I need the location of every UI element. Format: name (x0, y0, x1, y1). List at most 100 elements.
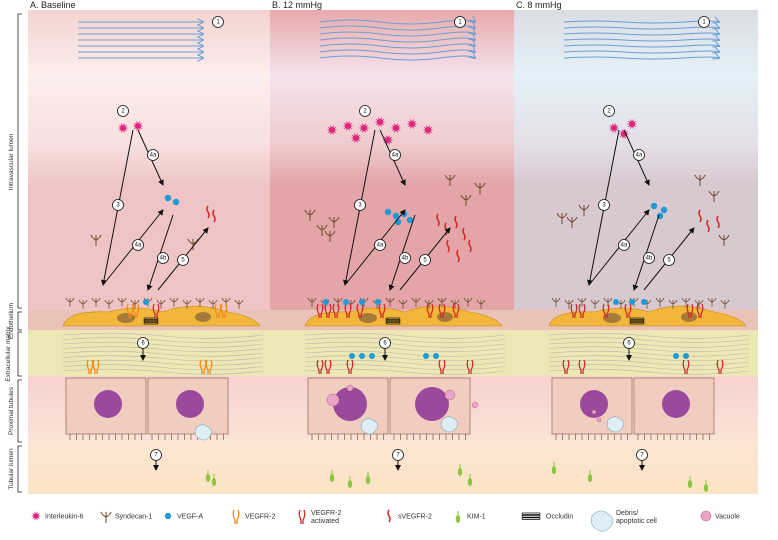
step-3-number: 3 (358, 202, 362, 208)
flow-arrow (563, 39, 719, 41)
step-4a-top-number: 4a (150, 152, 157, 158)
syndecan-strand (195, 297, 205, 307)
legend-item-vacuole: Vacuole (700, 510, 740, 522)
svegfr2-icon (706, 219, 710, 233)
vegfr2-icon (426, 303, 434, 318)
syndecan-strand (328, 216, 340, 228)
endothelium-layer (304, 297, 503, 327)
syndecan-strand (234, 299, 244, 309)
syndecan-icon (208, 299, 218, 309)
step-6-circle (623, 337, 635, 349)
occludin-strand (629, 319, 645, 323)
step-1-circle (454, 16, 466, 28)
step-7-circle (150, 449, 162, 461)
occludin-icon (385, 317, 401, 325)
syndecan-strand (307, 297, 317, 307)
step-3-circle (112, 199, 124, 211)
occludin-icon (143, 317, 159, 325)
legend-label-line: VEGFR-2 (311, 510, 341, 517)
endothelial-nucleus (117, 313, 135, 323)
syndecan-strand (372, 299, 382, 309)
vegfr2-icon (205, 359, 213, 374)
receptor-chain (232, 509, 240, 524)
ecm-fiber (304, 350, 506, 357)
vegfr2-icon (686, 303, 694, 318)
endothelial-nucleus (603, 313, 621, 323)
zone-label-endothelium: Endothelium (8, 303, 15, 339)
vegfr2-icon (438, 359, 446, 374)
vegfr2-icon (316, 303, 324, 318)
syndecan-strand (208, 299, 218, 309)
syndecan-strand (316, 224, 328, 236)
ecm-fiber (304, 364, 506, 371)
step-3-circle (354, 199, 366, 211)
syndecan-icon (694, 174, 706, 186)
syndecan-strand (324, 230, 336, 242)
syndecan-icon (90, 234, 102, 246)
step-6-number: 6 (627, 340, 631, 346)
syndecan-strand (694, 299, 704, 309)
syndecan-strand (564, 299, 574, 309)
occludin-icon (629, 317, 645, 325)
step-5-number: 5 (181, 257, 185, 263)
il6-icon (406, 118, 418, 130)
step-4a-number: 4a (621, 242, 628, 248)
vegfr2-icon (298, 509, 306, 524)
syndecan-strand (577, 297, 587, 307)
syndecan-icon (169, 297, 179, 307)
svegfr2-icon (387, 509, 391, 523)
flow-arrow (563, 45, 719, 47)
vacuole-icon (444, 389, 456, 401)
syndecan-icon (720, 299, 730, 309)
syndecan-strand (720, 299, 730, 309)
step-4a-top-circle (389, 149, 401, 161)
step-5-circle (177, 254, 189, 266)
ecm-fiber (548, 337, 750, 344)
syndecan-strand (169, 297, 179, 307)
kim1-icon (467, 478, 473, 486)
legend-item-debris: Debris/apoptotic cell (590, 510, 657, 532)
syndecan-strand (590, 299, 600, 309)
syndecan-strand (708, 190, 720, 202)
syndecan-icon (460, 194, 472, 206)
receptor-chain (578, 303, 586, 318)
il6-icon (618, 128, 630, 140)
kim1-icon (703, 484, 709, 492)
step-3-number: 3 (602, 202, 606, 208)
syndecan-strand (655, 297, 665, 307)
syndecan-strand (681, 297, 691, 307)
syndecan-strand (566, 216, 578, 228)
extracellular-matrix-fibers (304, 332, 506, 375)
vegfr2-icon (214, 303, 222, 318)
flow-arrow (563, 27, 719, 29)
syndecan-icon (437, 297, 447, 307)
occludin-strand (629, 321, 645, 325)
flow-arrow (319, 56, 475, 61)
vegfr2-icon (346, 359, 354, 374)
il6-icon (326, 124, 338, 136)
syndecan-strand (694, 174, 706, 186)
flow-arrow (563, 57, 719, 59)
kim1-icon (211, 478, 217, 486)
step-4a-top-circle (633, 149, 645, 161)
kim1-icon (587, 474, 593, 482)
vegfr2-icon (570, 303, 578, 318)
endothelial-nucleus (437, 312, 453, 322)
syndecan-icon (718, 234, 730, 246)
svegfr2-icon (716, 215, 720, 229)
legend-item-svegfr2: sVEGFR-2 (387, 509, 432, 523)
endothelial-nucleus (195, 312, 211, 322)
vegfa-icon (673, 353, 679, 359)
il6-icon (374, 116, 386, 128)
step-2-circle (359, 105, 371, 117)
syndecan-icon (328, 216, 340, 228)
vegfa-icon (406, 216, 414, 224)
il6-icon (382, 134, 394, 146)
ecm-fiber (304, 341, 506, 348)
step-4b-circle (643, 252, 655, 264)
syndecan-icon (474, 182, 486, 194)
